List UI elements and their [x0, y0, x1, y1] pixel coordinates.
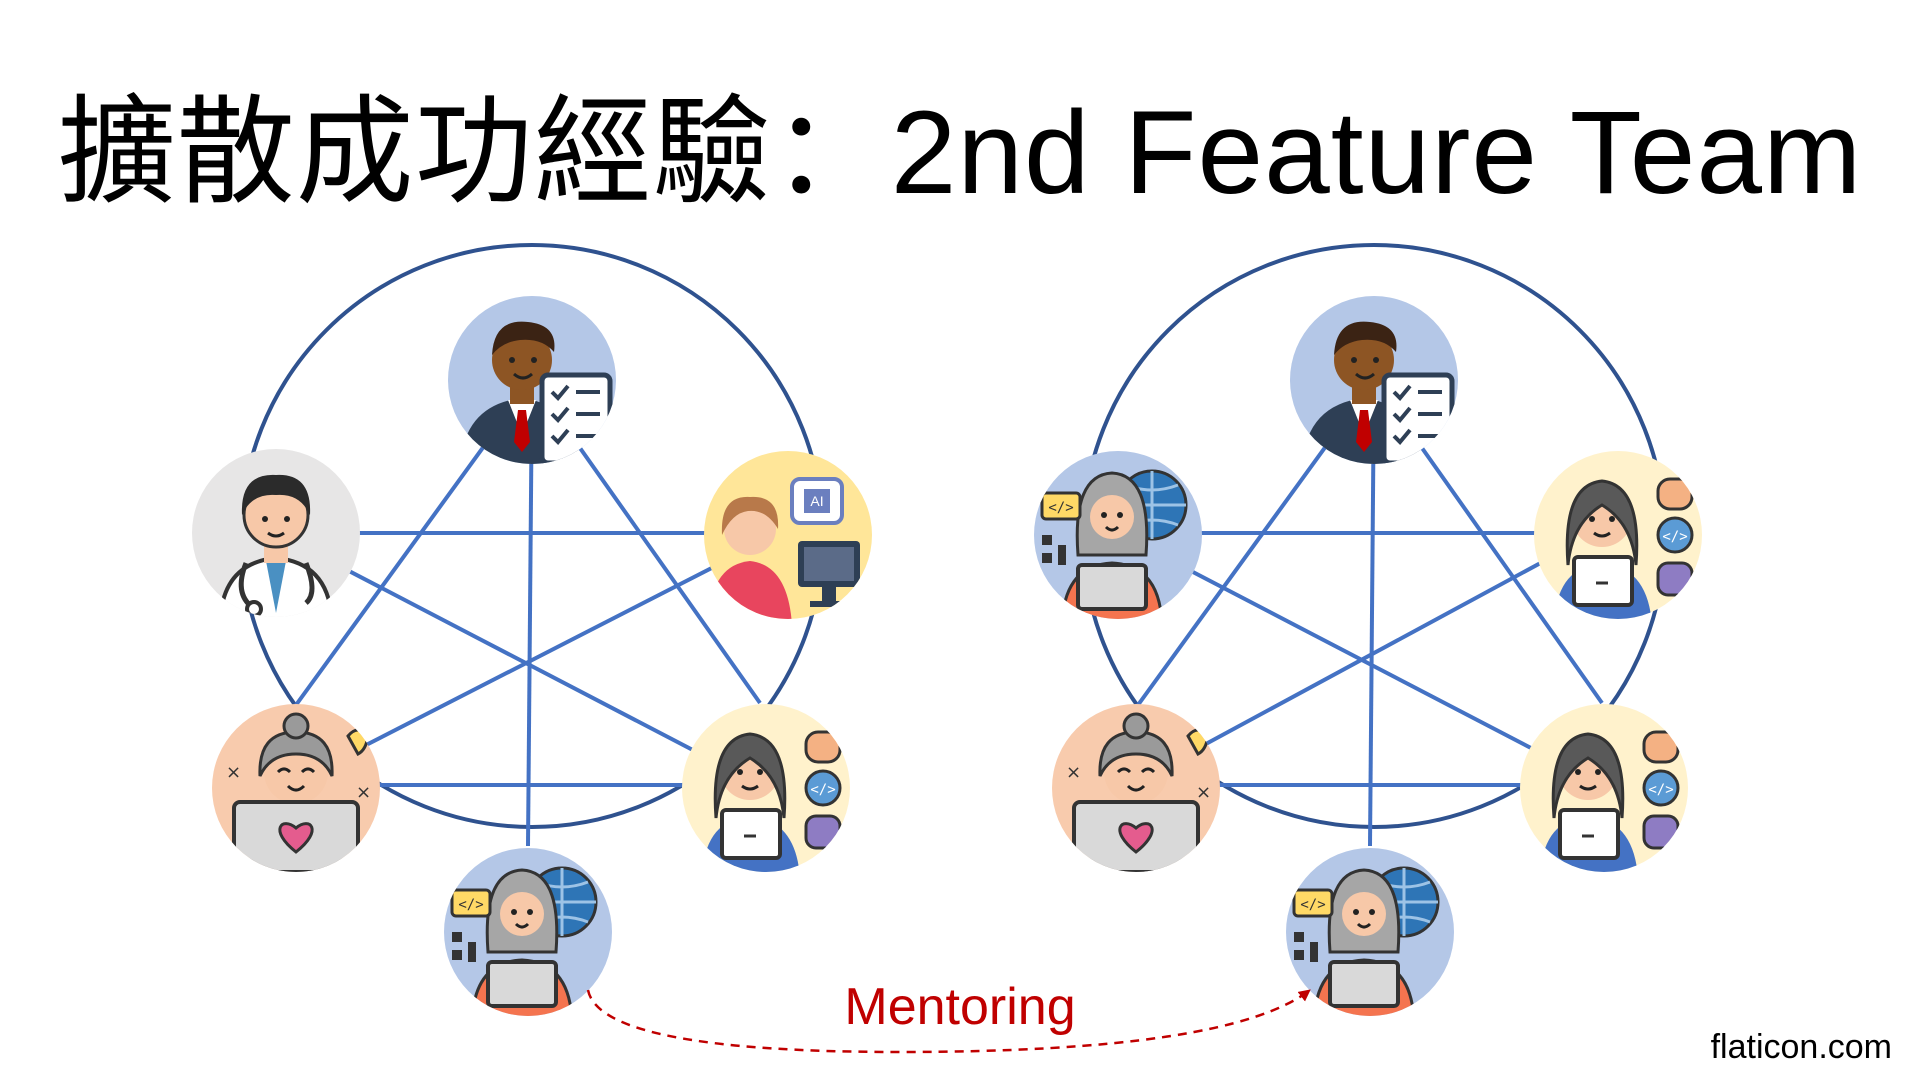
hacker-icon: [1034, 451, 1202, 625]
business-analyst-icon: [1290, 296, 1458, 470]
doctor-icon: [192, 449, 360, 623]
team-2-network: [1034, 243, 1702, 1022]
developer-icon: [1534, 451, 1702, 625]
mentoring-label: Mentoring: [844, 978, 1075, 1036]
designer-icon: [1052, 704, 1220, 878]
mentoring-arrow: [586, 989, 1311, 1054]
business-analyst-icon: [448, 296, 616, 470]
hacker-icon: [1286, 848, 1454, 1022]
ai-engineer-icon: [704, 451, 872, 625]
hacker-icon: [444, 848, 612, 1022]
developer-icon: [1520, 704, 1688, 878]
credit-text: flaticon.com: [1710, 1028, 1892, 1066]
developer-icon: [682, 704, 850, 878]
page-title: 擴散成功經驗：2nd Feature Team: [57, 87, 1863, 219]
team-1-network: [192, 243, 872, 1022]
designer-icon: [212, 704, 380, 878]
